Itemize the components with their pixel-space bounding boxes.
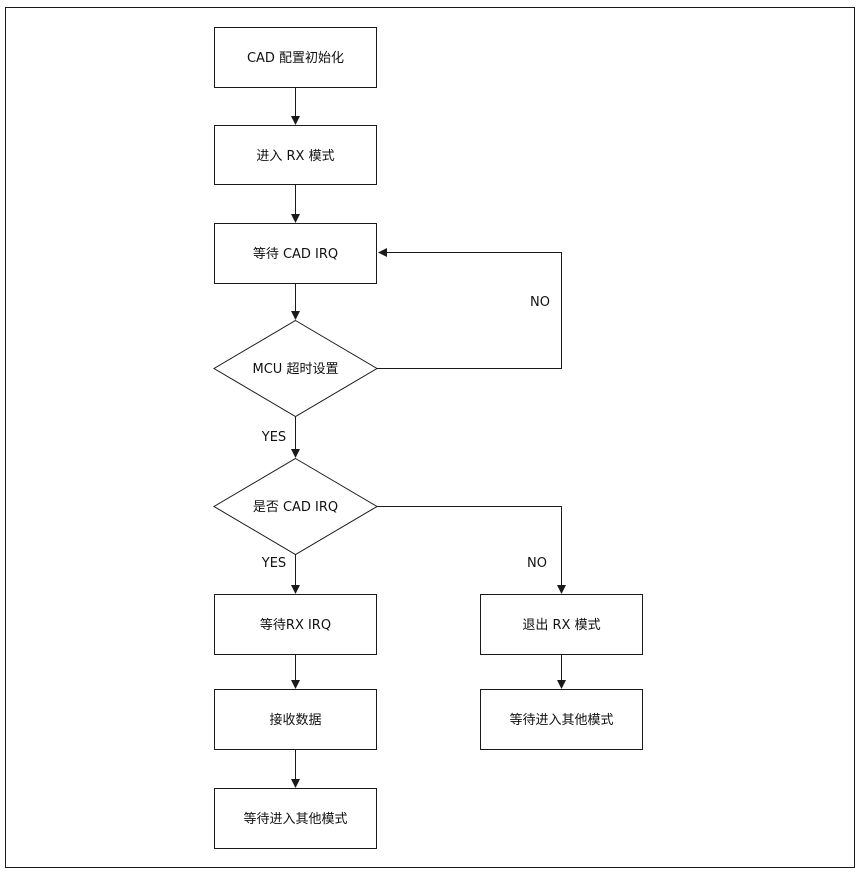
edge-label-cad-yes: YES [261,556,286,571]
decision-mcu-timeout-label: MCU 超时设置 [253,362,339,377]
edge-label-timeout-no: NO [530,295,550,310]
node-wait-other-mode-right-label: 等待进入其他模式 [509,712,613,728]
arrow-cad-yes-to-wait-rx-irq [291,585,300,594]
node-wait-cad-irq-label: 等待 CAD IRQ [253,246,338,262]
arrow-wait-rx-irq-to-receive [291,680,300,689]
diagram-frame [5,7,855,868]
decision-mcu-timeout: MCU 超时设置 [213,319,378,418]
node-wait-other-mode-left: 等待进入其他模式 [214,788,377,849]
arrow-enter-rx-to-wait-cad [291,214,300,223]
arrow-receive-to-wait-other [291,779,300,788]
edge-cad-no-branch [377,506,562,586]
node-wait-rx-irq-label: 等待RX IRQ [260,617,331,633]
node-wait-other-mode-left-label: 等待进入其他模式 [243,811,347,827]
arrow-wait-cad-to-mcu [291,311,300,320]
arrow-mcu-no-loop [378,248,387,257]
node-receive-data-label: 接收数据 [269,712,321,728]
node-wait-rx-irq: 等待RX IRQ [214,594,377,655]
decision-is-cad-irq-label: 是否 CAD IRQ [253,500,338,515]
node-enter-rx-label: 进入 RX 模式 [256,149,334,164]
arrow-cad-no-branch [557,585,566,594]
node-enter-rx: 进入 RX 模式 [214,125,377,185]
arrow-mcu-yes-to-cad-check [291,449,300,458]
node-exit-rx: 退出 RX 模式 [480,594,643,655]
edge-label-timeout-yes: YES [261,430,286,445]
node-cad-init-label: CAD 配置初始化 [247,51,344,66]
node-exit-rx-label: 退出 RX 模式 [522,618,600,633]
node-cad-init: CAD 配置初始化 [214,27,377,88]
arrow-init-to-enter-rx [291,116,300,125]
node-wait-cad-irq: 等待 CAD IRQ [214,223,377,284]
edge-label-cad-no: NO [527,556,547,571]
edge-mcu-no-loop [377,252,562,369]
decision-is-cad-irq: 是否 CAD IRQ [213,457,378,556]
arrow-exit-rx-to-wait-other [557,680,566,689]
node-receive-data: 接收数据 [214,689,377,750]
node-wait-other-mode-right: 等待进入其他模式 [480,689,643,750]
